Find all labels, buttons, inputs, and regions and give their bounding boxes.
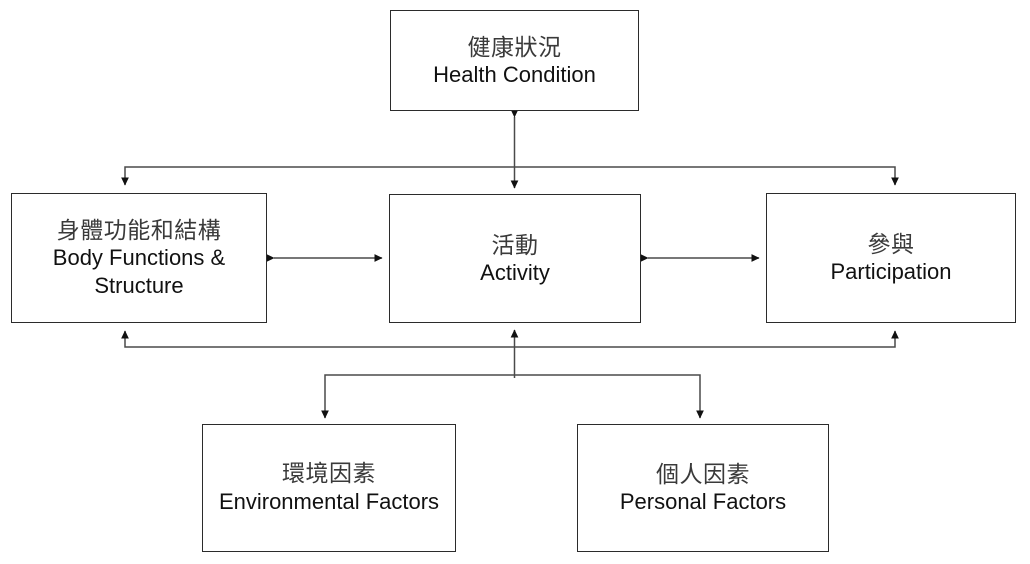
node-health-condition-en-label: Health Condition (433, 61, 596, 87)
node-participation-cjk-label: 參與 (867, 231, 915, 258)
connector-activity-to-personal (514, 374, 704, 419)
node-body-functions-structure[interactable]: 身體功能和結構 Body Functions & Structure (11, 193, 267, 323)
node-activity[interactable]: 活動 Activity (389, 194, 641, 323)
connector-factors-to-participation (514, 330, 899, 348)
connector-health-to-body (121, 166, 515, 186)
node-participation[interactable]: 參與 Participation (766, 193, 1016, 323)
node-body-functions-structure-cjk-label: 身體功能和結構 (56, 216, 222, 243)
node-environmental-factors-cjk-label: 環境因素 (282, 460, 376, 487)
node-personal-factors-en-label: Personal Factors (619, 489, 787, 515)
node-activity-cjk-label: 活動 (491, 231, 539, 258)
node-personal-factors-cjk-label: 個人因素 (656, 461, 750, 488)
node-health-condition-cjk-label: 健康狀況 (467, 33, 562, 60)
node-body-functions-structure-en-label: Body Functions & Structure (52, 245, 226, 298)
connector-activity-to-environmental (321, 374, 515, 419)
node-environmental-factors-en-label: Environmental Factors (218, 489, 440, 515)
node-environmental-factors[interactable]: 環境因素 Environmental Factors (202, 424, 456, 552)
connector-health-to-participation (514, 166, 899, 186)
node-activity-en-label: Activity (480, 259, 550, 285)
connector-factors-to-body (121, 330, 515, 348)
node-health-condition[interactable]: 健康狀況 Health Condition (390, 10, 639, 111)
node-participation-en-label: Participation (830, 259, 952, 285)
node-personal-factors[interactable]: 個人因素 Personal Factors (577, 424, 829, 552)
